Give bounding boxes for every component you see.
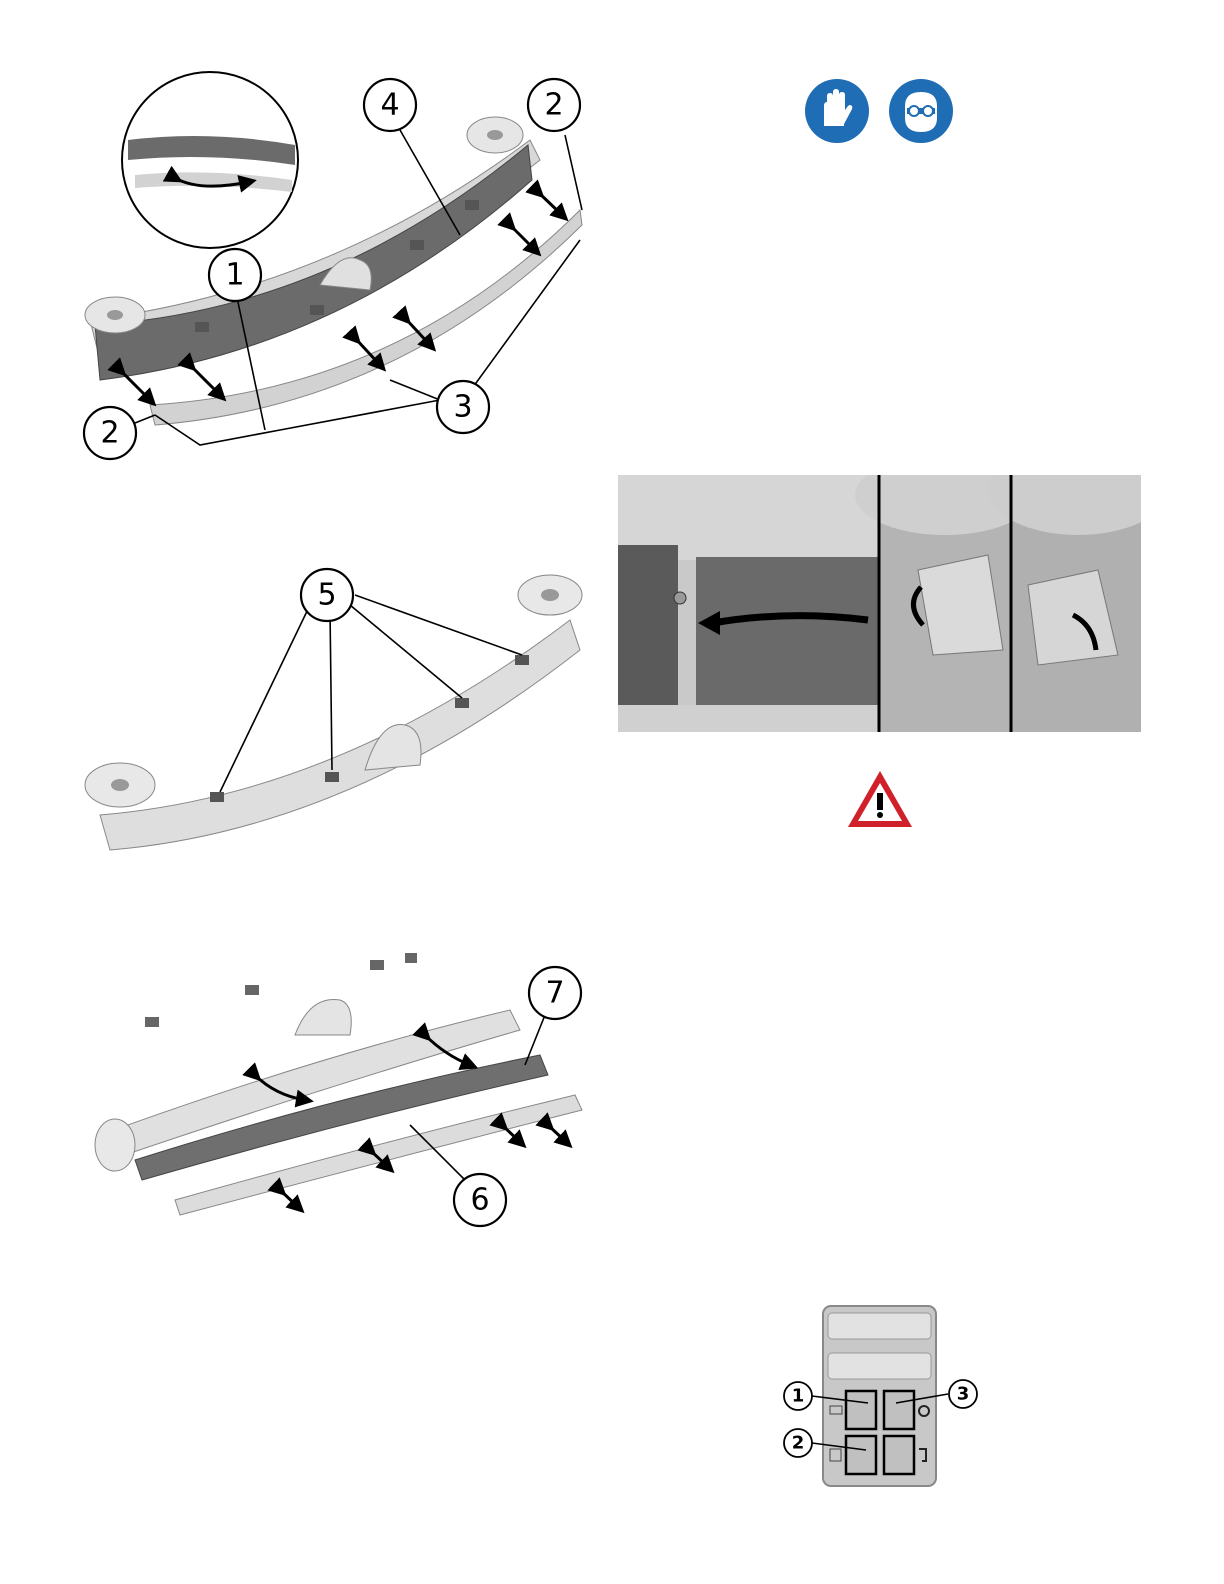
squeegee-assembly-figure: 1 2 2 3 4 [70, 60, 610, 480]
safety-goggles-icon [888, 78, 954, 144]
callout-2-left: 2 [84, 407, 136, 459]
callout-1: 1 [209, 249, 261, 301]
svg-text:2: 2 [100, 416, 119, 451]
panel-callout-3: 3 [949, 1380, 977, 1408]
squeegee-frame-figure: 5 [70, 560, 610, 860]
squeegee-photo-strip [618, 475, 1141, 732]
svg-text:7: 7 [545, 976, 564, 1011]
blade-replacement-figure: 7 6 [70, 945, 610, 1235]
svg-text:2: 2 [792, 1433, 805, 1454]
svg-text:6: 6 [470, 1183, 489, 1218]
svg-text:1: 1 [792, 1386, 805, 1407]
callout-3: 3 [437, 381, 489, 433]
warning-triangle-icon [845, 768, 915, 830]
panel-callout-2: 2 [784, 1429, 812, 1457]
callout-5: 5 [301, 569, 353, 621]
svg-text:3: 3 [957, 1384, 970, 1405]
callout-4: 4 [364, 79, 416, 131]
callout-6: 6 [454, 1174, 506, 1226]
callout-7: 7 [529, 967, 581, 1019]
svg-text:4: 4 [380, 88, 399, 123]
svg-text:3: 3 [453, 390, 472, 425]
gloves-icon [804, 78, 870, 144]
svg-text:1: 1 [225, 258, 244, 293]
svg-text:5: 5 [317, 578, 336, 613]
control-panel-diagram: 1 2 3 [778, 1303, 988, 1493]
svg-text:2: 2 [544, 88, 563, 123]
panel-callout-1: 1 [784, 1382, 812, 1410]
callout-2-right: 2 [528, 79, 580, 131]
